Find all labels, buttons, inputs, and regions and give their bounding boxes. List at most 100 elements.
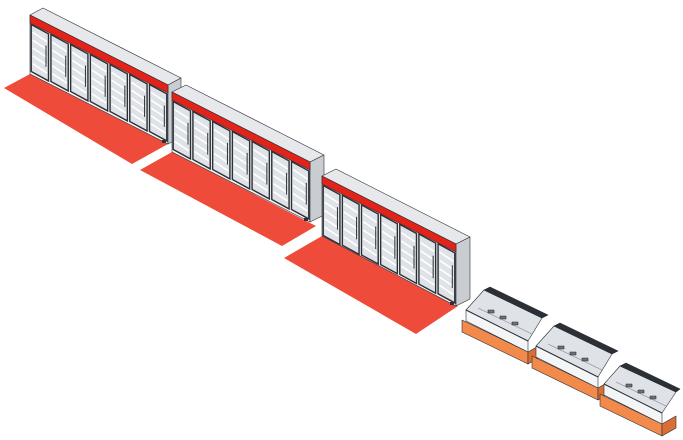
freezer-2-shelf <box>174 116 190 128</box>
freezer-3-shelf <box>362 245 378 257</box>
freezer-3-shelf <box>400 240 416 251</box>
freezer-1-shelf <box>71 67 87 79</box>
freezer-2-shelf <box>233 154 249 166</box>
freezer-3-shelf <box>362 212 378 224</box>
freezer-1-shelf <box>51 41 68 53</box>
freezer-3-shelf <box>381 222 397 233</box>
freezer-3-shelf <box>324 218 339 229</box>
counter-1-product <box>487 309 495 314</box>
counter-1-frame <box>483 286 549 319</box>
freezer-2-shelf <box>213 160 229 172</box>
freezer-1-shelf <box>71 82 87 94</box>
freezer-3-shelf <box>324 209 339 221</box>
freezer-1-shelf <box>51 49 68 61</box>
freezer-1-shelf <box>51 65 68 76</box>
freezer-3-shelf <box>343 227 359 239</box>
freezer-3-shelf <box>381 247 397 258</box>
freezer-3-shelf <box>362 229 378 240</box>
freezer-2-shelf <box>233 170 249 182</box>
freezer-1-shelf <box>130 81 147 93</box>
freezer-1-shelf <box>91 85 107 96</box>
freezer-3-shelf <box>419 250 435 261</box>
counter-1-product <box>499 315 507 320</box>
freezer-1-shelf <box>150 115 166 126</box>
freezer-3-shelf <box>343 236 359 247</box>
upright-freezer-3 <box>284 168 471 334</box>
freezer-2-shelf <box>292 176 308 188</box>
counter-2-product <box>557 345 565 350</box>
freezer-3-shelf <box>324 201 339 212</box>
freezer-1-shelf <box>150 99 166 111</box>
freezer-3-shelf <box>400 232 416 243</box>
freezer-2-shelf <box>272 166 289 178</box>
counter-2-product <box>569 351 577 356</box>
freezer-1-shelf <box>111 102 127 114</box>
freezer-2-header-stripe <box>171 91 311 171</box>
freezer-2-shelf <box>272 182 289 194</box>
freezer-2-vent <box>304 218 308 221</box>
floor-zone-1 <box>4 74 168 164</box>
freezer-3-shelf <box>439 276 454 287</box>
freezer-1-shelf <box>32 62 48 74</box>
freezer-3-shelf <box>400 248 416 260</box>
freezer-1-shelf <box>71 75 87 86</box>
freezer-3-shelf <box>343 219 359 230</box>
display-counter-1 <box>461 286 549 365</box>
counter-3-products <box>625 383 657 400</box>
freezer-2-shelf <box>174 108 190 120</box>
freezer-2-shelf <box>213 144 229 156</box>
freezer-2-shelf <box>272 158 289 170</box>
freezer-3-header-stripe <box>321 175 457 253</box>
freezer-2-shelf <box>193 134 210 146</box>
freezer-3-shelf <box>400 257 416 268</box>
freezer-2-shelf <box>292 184 308 196</box>
freezer-1-shelf <box>111 87 127 99</box>
freezer-1-doors <box>30 23 168 143</box>
freezer-1-shelf <box>150 107 166 119</box>
counter-2-frame <box>553 322 619 355</box>
freezer-1-shelf <box>91 61 107 73</box>
freezer-2-doors <box>172 100 310 221</box>
freezer-2-shelf <box>253 180 269 192</box>
freezer-2-shelf <box>193 142 210 154</box>
freezer-2-shelf <box>292 200 308 212</box>
counter-2-edge <box>535 345 599 378</box>
freezer-2-shelf <box>253 172 269 184</box>
freezer-1-shelf <box>32 55 48 66</box>
freezer-1-shelf <box>91 69 107 81</box>
counter-2-product <box>581 357 589 362</box>
freezer-1-header-stripe <box>29 14 169 94</box>
freezer-3-shelf <box>400 265 416 276</box>
freezer-1-shelf <box>130 105 147 116</box>
freezer-2-shelf <box>233 146 249 158</box>
counter-3-base-side <box>661 415 677 437</box>
counter-2-products <box>557 345 589 362</box>
freezer-2-shelf <box>193 118 210 130</box>
counter-3-shelf-line <box>615 381 667 407</box>
freezer-3-doors <box>322 184 456 305</box>
freezer-1-shelf <box>32 47 48 59</box>
freezer-3-shelf <box>439 284 454 296</box>
freezer-3-shelf <box>324 193 339 204</box>
freezer-2-shelf <box>193 150 210 162</box>
freezer-3-shelf <box>343 211 359 222</box>
freezer-3-shelf <box>343 202 359 214</box>
freezer-3-vent <box>450 302 454 305</box>
freezer-3-shelf <box>419 275 435 286</box>
counter-2-shelf-line <box>547 343 603 371</box>
upright-freezer-1 <box>4 7 182 164</box>
freezer-2-shelf <box>253 164 269 176</box>
freezer-1-shelf <box>32 31 48 43</box>
freezer-3-shelf <box>439 259 454 271</box>
counter-1-product <box>511 321 519 326</box>
freezer-2-shelf <box>272 174 289 186</box>
freezer-1-shelf <box>91 92 107 104</box>
freezer-2-shelf <box>272 190 289 202</box>
freezer-1-shelf <box>51 72 68 84</box>
freezer-1-shelf <box>111 71 127 83</box>
floor-zone-2 <box>140 152 316 246</box>
freezer-3-shelf <box>381 230 397 242</box>
freezer-2-shelf <box>193 126 210 138</box>
counter-1-shelf-line <box>477 307 533 335</box>
